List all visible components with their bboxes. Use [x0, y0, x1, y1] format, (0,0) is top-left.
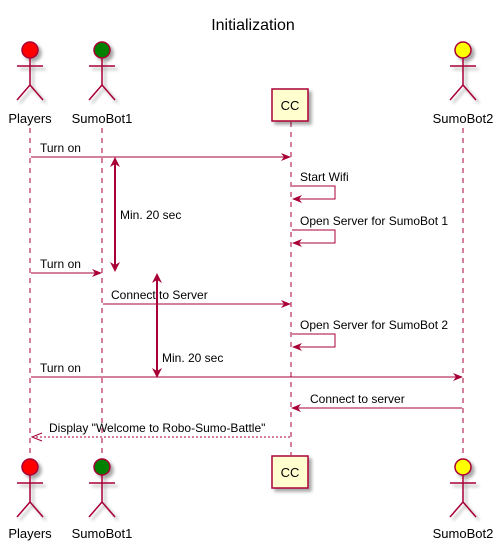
message-label: Connect to Server — [111, 288, 208, 302]
actor-players-top — [16, 41, 44, 101]
message-label: Connect to server — [310, 392, 405, 406]
participant-label-sumobot2-bottom: SumoBot2 — [433, 526, 494, 541]
participant-label-players-top: Players — [8, 111, 52, 126]
diagram-title: Initialization — [211, 17, 295, 34]
participant-label-sumobot1-top: SumoBot1 — [72, 111, 133, 126]
actor-sumobot1-bottom — [88, 458, 116, 518]
message-open-server-1 — [292, 229, 336, 247]
message-label: Turn on — [40, 257, 81, 271]
message-label: Turn on — [40, 361, 81, 375]
message-label: Open Server for SumoBot 1 — [300, 214, 448, 228]
duration-constraint-1 — [110, 157, 120, 272]
participant-label-players-bottom-text: Players — [8, 526, 52, 541]
message-turn-on-sumobot2 — [31, 373, 463, 381]
actor-head-icon — [93, 458, 111, 476]
actor-sumobot2-top — [449, 41, 477, 101]
message-turn-on-sumobot1 — [31, 269, 102, 277]
actor-head-icon — [21, 458, 39, 476]
participant-cc-top: CC — [271, 88, 309, 122]
message-open-server-2 — [292, 333, 336, 351]
message-turn-on-cc — [31, 153, 291, 161]
participant-label-sumobot2-top: SumoBot2 — [433, 111, 494, 126]
message-label: Display "Welcome to Robo-Sumo-Battle" — [49, 421, 265, 435]
participant-cc-bottom: CC — [271, 455, 309, 489]
participant-label-cc-top: CC — [281, 98, 300, 113]
actor-head-icon — [454, 458, 472, 476]
message-label: Turn on — [40, 141, 81, 155]
message-label: Open Server for SumoBot 2 — [300, 318, 448, 332]
message-connect-to-server-sumobot2 — [291, 404, 462, 412]
actor-sumobot2-bottom — [449, 458, 477, 518]
duration-label: Min. 20 sec — [120, 208, 181, 222]
actor-players-bottom-figure — [16, 458, 44, 518]
participant-label-cc-bottom: CC — [281, 465, 300, 480]
message-label: Start Wifi — [300, 170, 349, 184]
duration-label: Min. 20 sec — [162, 351, 223, 365]
message-start-wifi — [292, 185, 336, 203]
message-display-welcome — [30, 432, 290, 442]
actor-sumobot1-top — [88, 41, 116, 101]
duration-constraint-2 — [152, 273, 162, 378]
message-connect-to-server — [103, 300, 291, 308]
lifelines — [29, 122, 464, 458]
participant-label-sumobot1-bottom: SumoBot1 — [72, 526, 133, 541]
